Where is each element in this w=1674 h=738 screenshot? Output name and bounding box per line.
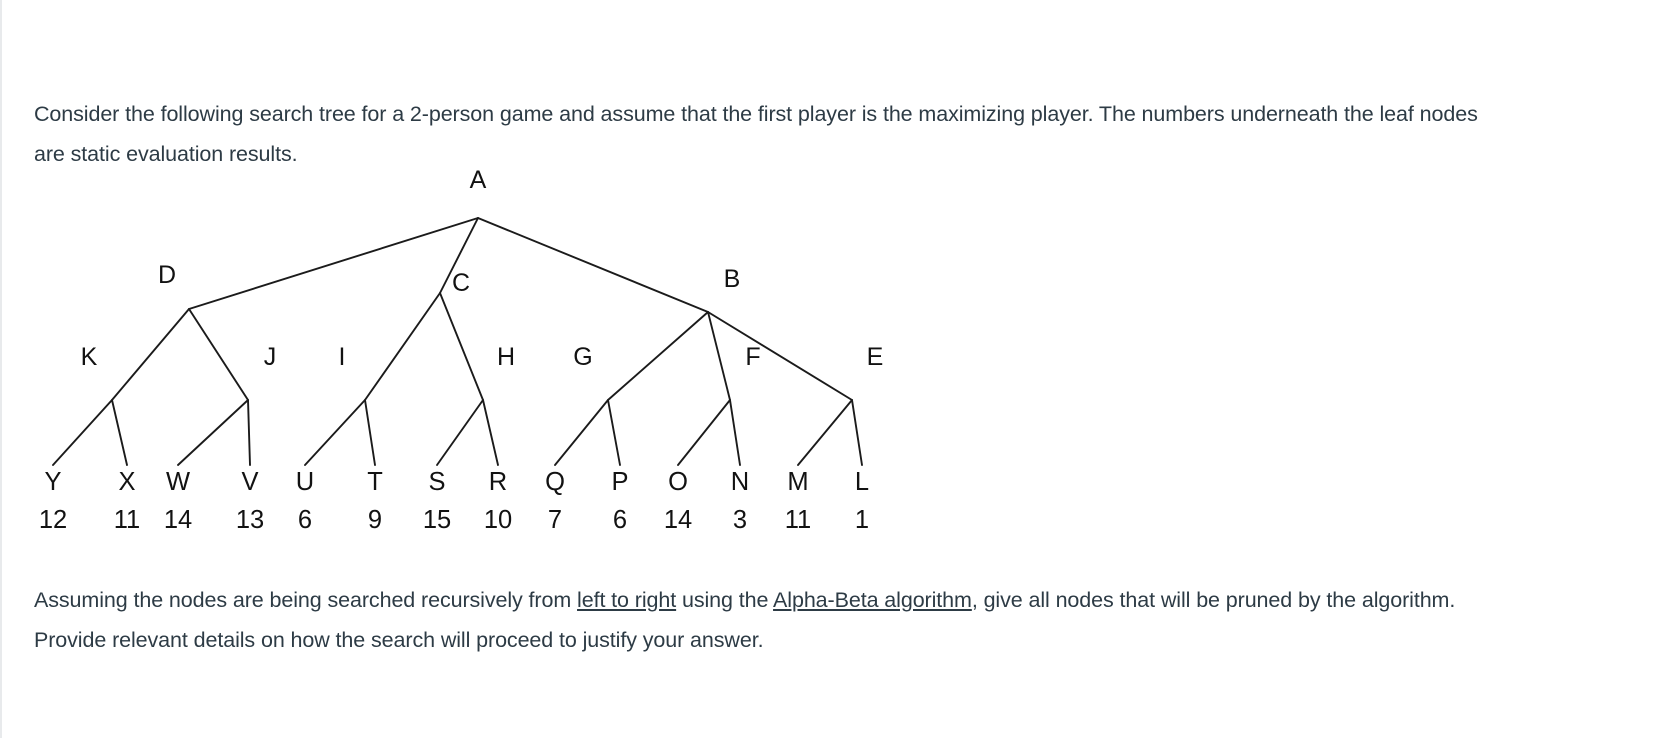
tree-node-label-h: H	[497, 343, 515, 371]
tree-leaf-label-u: U	[296, 468, 314, 496]
tree-node-label-c: C	[452, 269, 470, 297]
tree-edge-f-n	[729, 399, 741, 466]
tree-node-label-d: D	[158, 261, 176, 289]
tree-edge-k-y	[52, 399, 113, 466]
tree-leaf-value-o: 14	[664, 506, 692, 534]
tree-leaf-label-m: M	[787, 468, 808, 496]
tree-edge-b-e	[707, 311, 853, 401]
tree-edge-d-k	[111, 308, 190, 401]
tree-node-label-b: B	[724, 265, 741, 293]
tree-leaf-label-n: N	[731, 468, 749, 496]
tree-edge-a-b	[477, 217, 709, 313]
question-text-part1: Assuming the nodes are being searched re…	[34, 587, 578, 612]
tree-leaf-label-q: Q	[545, 468, 565, 496]
question-text-part2: using the	[676, 587, 774, 612]
tree-leaf-value-l: 1	[855, 506, 869, 534]
tree-node-label-e: E	[867, 343, 884, 371]
tree-node-label-j: J	[264, 343, 277, 371]
tree-edge-e-m	[797, 399, 853, 466]
tree-edges-group	[52, 217, 863, 466]
tree-leaf-label-v: V	[241, 468, 258, 496]
tree-leaf-label-o: O	[668, 468, 688, 496]
tree-edge-j-w	[177, 399, 249, 466]
tree-node-label-f: F	[745, 343, 760, 371]
tree-edge-b-g	[607, 311, 709, 401]
tree-edge-c-h	[439, 292, 484, 401]
tree-leaf-value-q: 7	[548, 506, 562, 534]
tree-edge-b-f	[707, 311, 731, 401]
tree-edge-k-x	[111, 399, 128, 466]
tree-edge-g-q	[554, 399, 609, 466]
tree-leaf-label-s: S	[428, 468, 445, 496]
question-emphasis-left-to-right: left to right	[577, 587, 677, 612]
tree-leaf-value-v: 13	[236, 506, 264, 534]
tree-edge-g-p	[607, 399, 621, 466]
tree-edge-i-t	[364, 399, 376, 466]
tree-leaf-value-w: 14	[164, 506, 192, 534]
tree-node-label-k: K	[81, 343, 98, 371]
tree-leaf-value-r: 10	[484, 506, 512, 534]
tree-edge-i-u	[304, 399, 366, 466]
tree-edge-d-j	[188, 308, 249, 401]
tree-leaf-label-p: P	[611, 468, 628, 496]
tree-leaf-value-y: 12	[39, 506, 67, 534]
tree-leaf-label-r: R	[489, 468, 507, 496]
tree-node-label-g: G	[573, 343, 592, 371]
tree-edge-a-d	[188, 217, 479, 310]
tree-leaf-value-u: 6	[298, 506, 312, 534]
tree-leaf-value-p: 6	[613, 506, 627, 534]
tree-leaf-label-y: Y	[44, 468, 61, 496]
tree-internal-node-labels: A D C B K J I H G F E	[81, 166, 884, 371]
tree-edge-f-o	[677, 399, 731, 466]
tree-leaf-value-x: 11	[114, 506, 140, 534]
tree-leaf-label-l: L	[855, 468, 869, 496]
tree-leaf-value-s: 15	[423, 506, 451, 534]
tree-node-label-a: A	[470, 166, 487, 194]
tree-edge-e-l	[851, 399, 863, 466]
question-paragraph: Assuming the nodes are being searched re…	[34, 580, 1494, 660]
left-margin-rule	[0, 0, 2, 738]
tree-edge-j-v	[247, 399, 251, 466]
tree-leaf-value-m: 11	[785, 506, 811, 534]
tree-leaf-value-t: 9	[368, 506, 382, 534]
question-emphasis-alpha-beta: Alpha-Beta algorithm	[773, 587, 972, 612]
question-text-part3: , give all nodes that will be pruned by …	[34, 587, 1456, 652]
tree-edge-c-i	[364, 292, 441, 401]
intro-paragraph: Consider the following search tree for a…	[34, 101, 1478, 166]
tree-edge-h-r	[482, 399, 499, 466]
tree-node-label-i: I	[339, 343, 346, 371]
tree-leaf-value-n: 3	[733, 506, 747, 534]
tree-leaf-label-t: T	[367, 468, 383, 496]
tree-edge-a-c	[439, 217, 479, 294]
tree-edge-h-s	[436, 399, 484, 466]
tree-leaf-label-x: X	[118, 468, 135, 496]
tree-leaf-label-w: W	[166, 468, 190, 496]
